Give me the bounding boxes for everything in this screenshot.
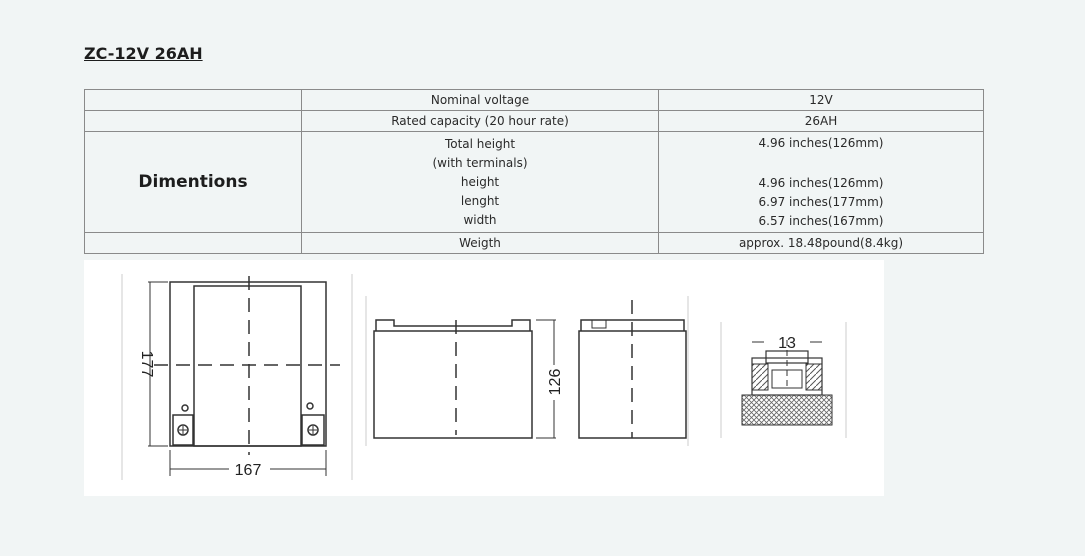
nominal-voltage-value: 12V [658,89,984,111]
table-row: Weigth approx. 18.48pound(8.4kg) [84,232,984,254]
weight-label: Weigth [301,232,659,254]
dimension-values-cell: 4.96 inches(126mm) 4.96 inches(126mm) 6.… [658,131,984,233]
total-height-label: Total height [444,136,516,151]
dimension-drawing-svg: 167 177 126 13 [121,274,847,480]
rated-capacity-value: 26AH [658,110,984,132]
empty-cell [84,89,302,111]
spacer [659,153,983,174]
front-view [365,296,689,446]
total-height-sublabel: (with terminals) [432,155,528,170]
top-view [121,274,353,480]
terminal-width-dimension: 13 [778,335,796,352]
battery-dimension-drawing: 167 177 126 13 [84,260,884,496]
top-view-width-dimension: 167 [235,462,262,479]
dimensions-label: Dimentions [138,172,248,192]
width-value: 6.57 inches(167mm) [758,213,884,228]
side-view [578,300,687,439]
empty-cell [84,110,302,132]
table-row: Dimentions Total height (with terminals)… [84,131,984,233]
rated-capacity-label: Rated capacity (20 hour rate) [301,110,659,132]
width-label: width [463,212,497,227]
spec-table: Nominal voltage 12V Rated capacity (20 h… [84,89,984,254]
dimensions-group-cell: Dimentions [84,131,302,233]
height-value: 4.96 inches(126mm) [758,175,884,190]
length-label: lenght [460,193,500,208]
total-height-value: 4.96 inches(126mm) [758,135,884,150]
dimension-labels-cell: Total height (with terminals) height len… [301,131,659,233]
product-title: ZC-12V 26AH [84,44,203,63]
top-view-length-dimension: 177 [138,351,155,378]
nominal-voltage-label: Nominal voltage [301,89,659,111]
terminal-detail [720,322,847,438]
table-row: Nominal voltage 12V [84,89,984,111]
front-view-height-dimension: 126 [547,369,564,396]
weight-value: approx. 18.48pound(8.4kg) [658,232,984,254]
table-row: Rated capacity (20 hour rate) 26AH [84,110,984,132]
empty-cell [84,232,302,254]
length-value: 6.97 inches(177mm) [758,194,884,209]
height-label: height [460,174,500,189]
